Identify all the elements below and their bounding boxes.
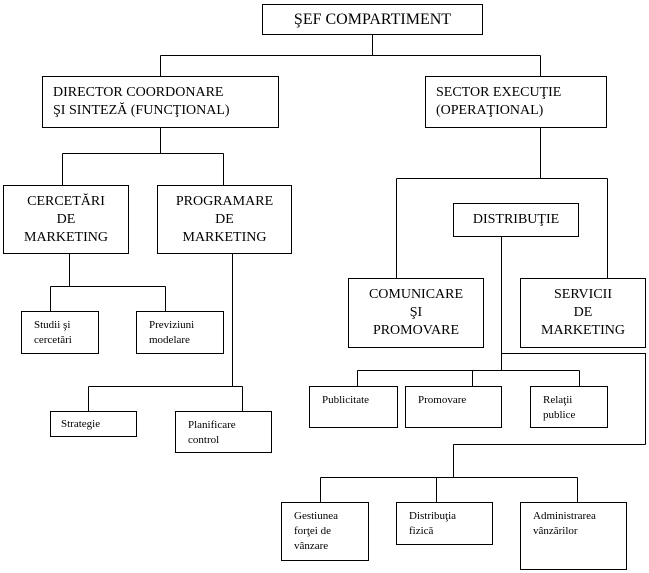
box-planificare-control: Planificare control — [175, 411, 272, 453]
connector-distributie — [320, 236, 646, 502]
box-programare-marketing: PROGRAMARE DE MARKETING — [157, 185, 292, 254]
box-sector-executie: SECTOR EXECUŢIE (OPERAŢIONAL) — [425, 76, 607, 128]
box-servicii-marketing: SERVICII DE MARKETING — [520, 278, 646, 348]
box-comunicare-promovare: COMUNICARE ŞI PROMOVARE — [348, 278, 484, 348]
box-cercetari-marketing: CERCETĂRI DE MARKETING — [3, 185, 129, 254]
connector-sector — [396, 127, 608, 278]
box-promovare: Promovare — [405, 386, 502, 428]
box-publicitate: Publicitate — [309, 386, 398, 428]
box-strategie: Strategie — [50, 411, 137, 437]
box-relatii-publice: Relaţii publice — [530, 386, 608, 428]
connector-comunicare — [357, 370, 580, 386]
box-administrarea-vanzarilor: Administrarea vânzărilor — [520, 502, 627, 570]
box-studii-cercetari: Studii şi cercetări — [21, 311, 99, 354]
connector-root — [160, 34, 541, 76]
box-distributia-fizica: Distribuţia fizică — [396, 502, 493, 545]
box-director-coordonare: DIRECTOR COORDONARE ŞI SINTEZĂ (FUNCŢION… — [42, 76, 279, 128]
box-gestiunea-fortei-vanzare: Gestiunea forţei de vânzare — [281, 502, 369, 561]
box-distributie: DISTRIBUŢIE — [453, 203, 579, 237]
connector-director — [62, 127, 224, 185]
connector-programare — [88, 253, 243, 411]
box-previziuni-modelare: Previziuni modelare — [136, 311, 224, 354]
box-sef-compartiment: ŞEF COMPARTIMENT — [262, 4, 483, 35]
connector-cercetari — [50, 253, 166, 311]
